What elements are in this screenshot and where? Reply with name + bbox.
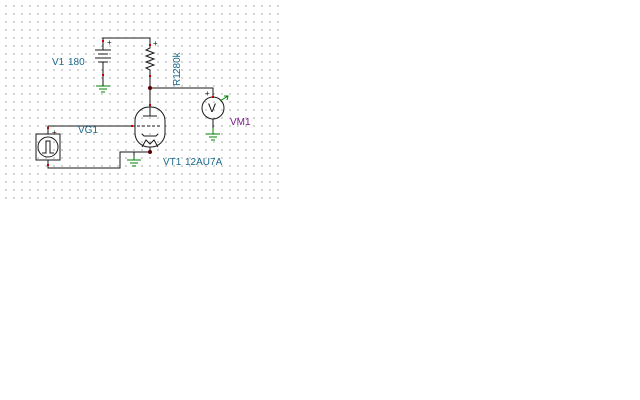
voltmeter-symbol: V (208, 101, 216, 115)
v1-polarity-mark: + (107, 38, 112, 47)
r1-value: 280k (172, 51, 183, 74)
signal-generator-icon[interactable]: + (35, 127, 61, 166)
dc-voltage-source-icon[interactable]: + (95, 38, 112, 86)
voltmeter-icon[interactable]: V + (201, 89, 229, 128)
vg1-name: VG1 (78, 125, 98, 136)
ground-icon (96, 85, 110, 93)
vt1-name: VT1 (163, 157, 182, 168)
ground-icon (127, 156, 141, 167)
vt1-value: 12AU7A (185, 157, 223, 168)
vm1-polarity-mark: + (205, 89, 210, 98)
r1-polarity-mark: + (153, 39, 158, 48)
wire-to-voltmeter[interactable] (150, 87, 214, 97)
v1-value: 180 (68, 57, 85, 68)
v1-name: V1 (52, 57, 65, 68)
wire-generator-return[interactable] (47, 151, 150, 169)
r1-name: R1 (172, 73, 183, 86)
vm1-name: VM1 (230, 117, 251, 128)
wire-top-rail[interactable] (102, 37, 151, 45)
plate-node[interactable] (148, 86, 152, 90)
triode-tube-icon[interactable] (131, 104, 166, 148)
vg1-polarity-mark: + (52, 128, 57, 137)
schematic-canvas[interactable] (0, 0, 280, 205)
cathode-node[interactable] (148, 150, 152, 154)
ground-icon (206, 128, 220, 141)
resistor-icon[interactable]: + (144, 39, 158, 77)
